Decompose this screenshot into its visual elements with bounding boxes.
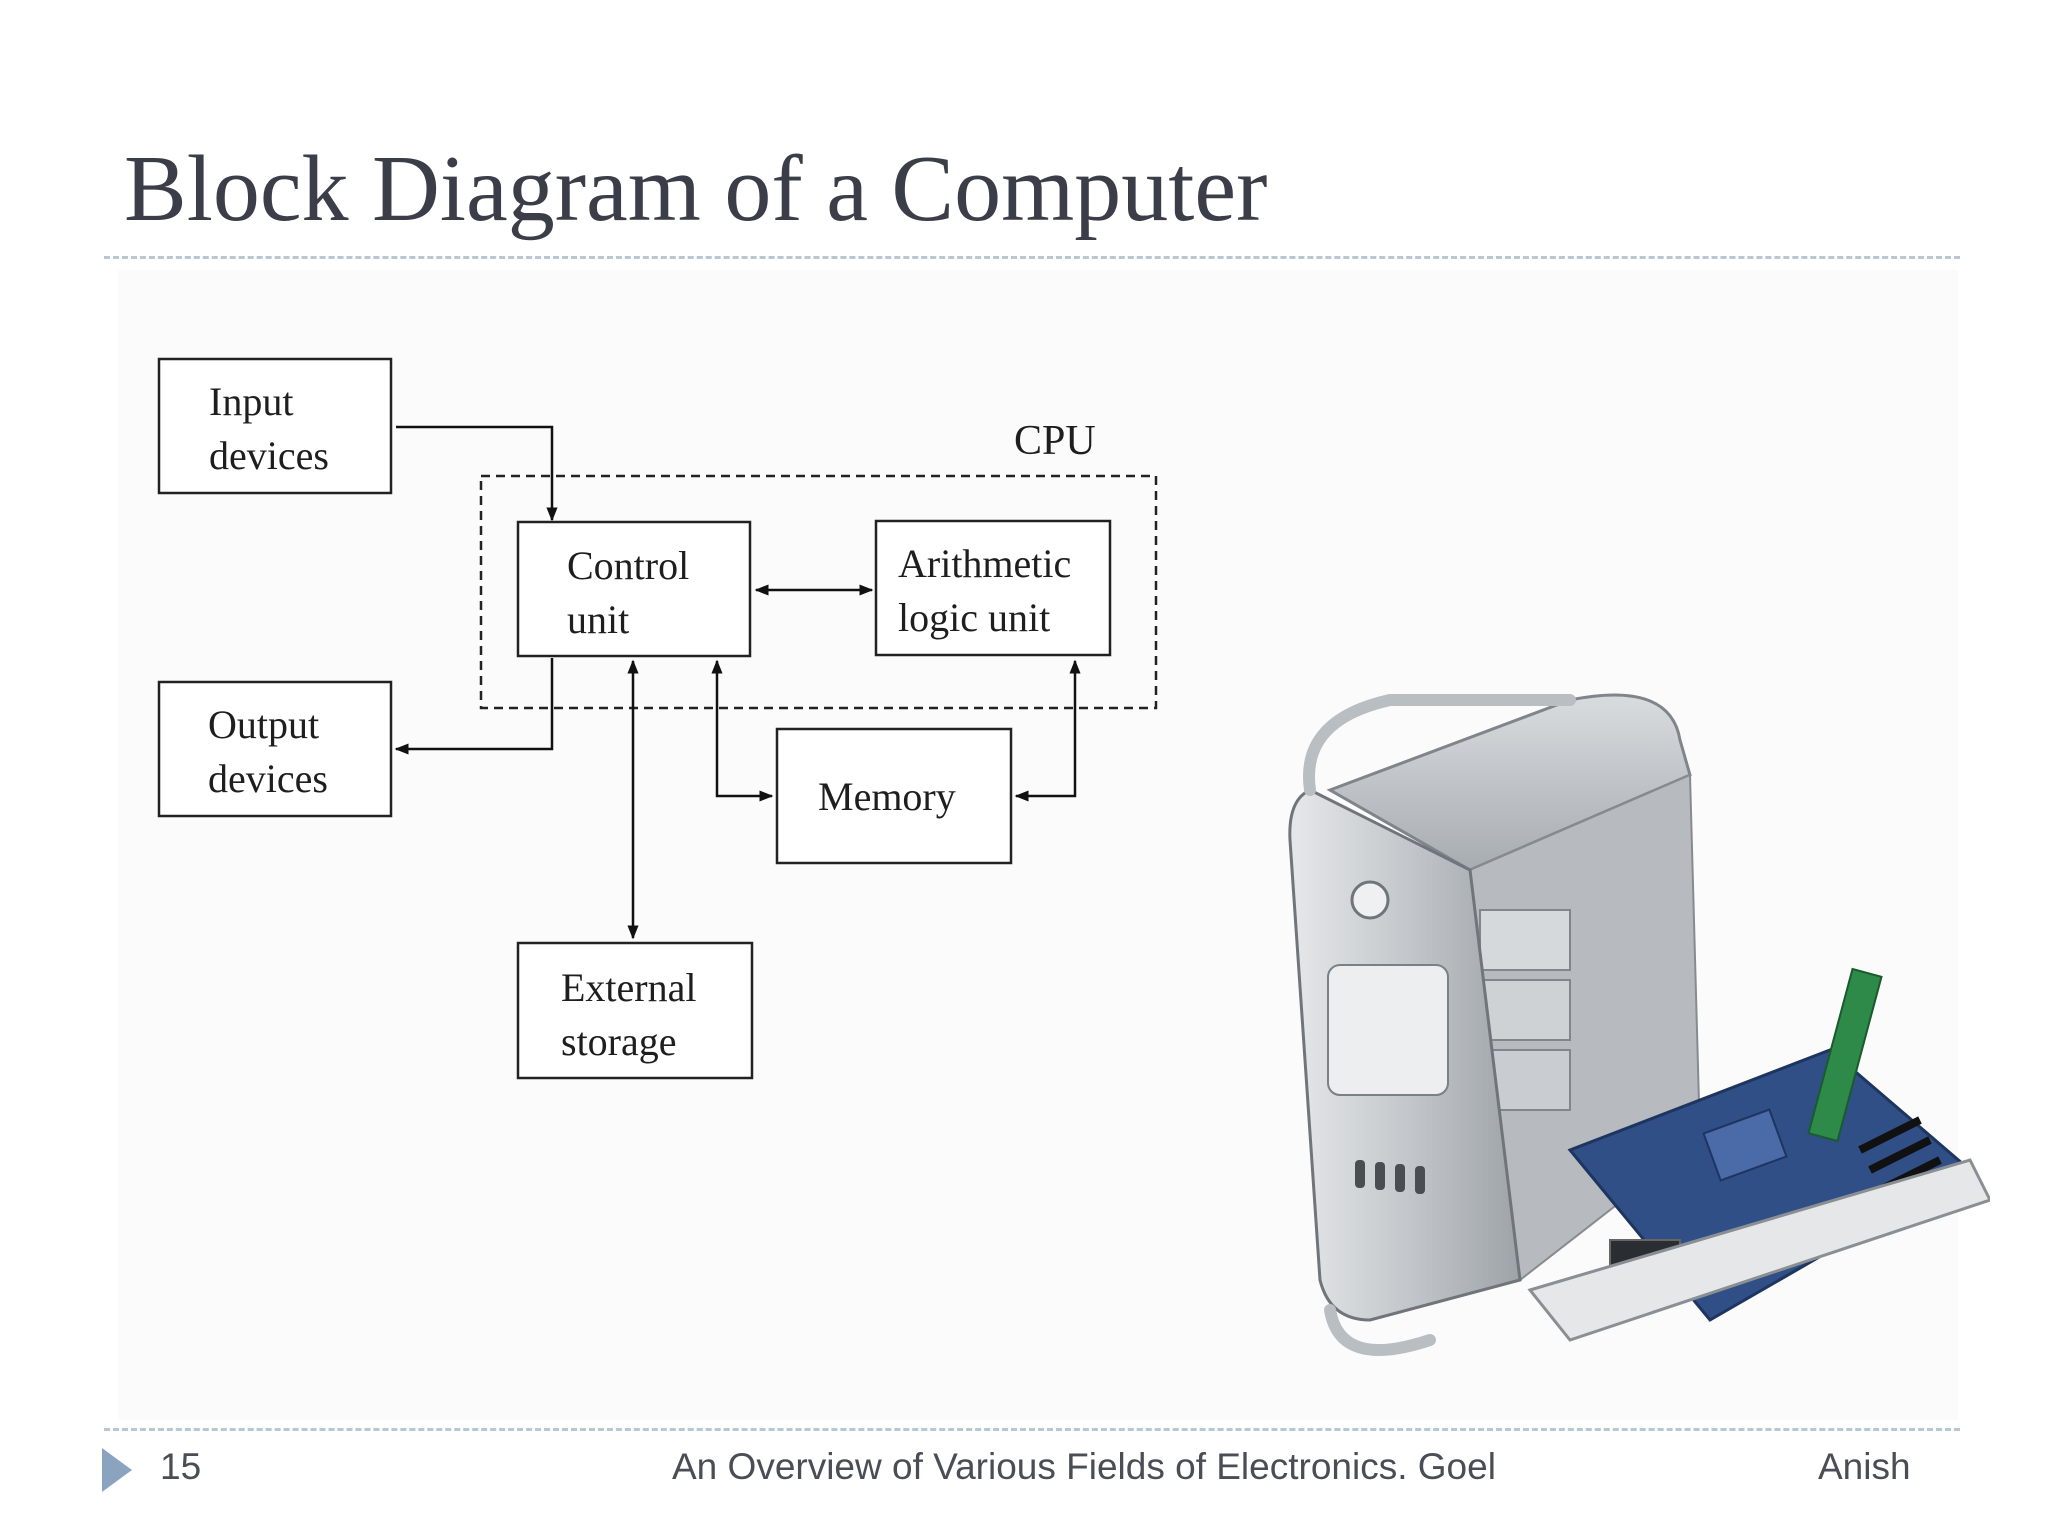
computer-tower-image (1288, 693, 1990, 1356)
control-to-output-arrow (394, 658, 554, 755)
footer-author: Anish (1818, 1446, 1911, 1487)
bottom-handle (1324, 1304, 1436, 1356)
input-devices-block (157, 357, 393, 495)
case-lid (1326, 693, 1692, 872)
input-to-control-arrow (396, 425, 558, 522)
block-diagram: CPU Input devices Output devices Control… (157, 357, 1158, 1080)
power-button (1350, 880, 1390, 920)
memory-block (775, 727, 1013, 865)
slide-title: Block Diagram of a Computer (124, 137, 1268, 241)
alu-label: Arithmetic logic unit (898, 541, 1081, 640)
input-devices-label: Input devices (209, 379, 329, 478)
open-side-panel (1527, 1158, 1990, 1342)
top-handle (1303, 694, 1576, 796)
control-unit-label: Control unit (567, 543, 699, 642)
heatsink (1702, 1108, 1788, 1182)
footer-triangle-icon (102, 1448, 132, 1492)
expansion-card (1807, 967, 1883, 1143)
front-vent (1355, 1160, 1365, 1188)
footer-divider (104, 1428, 1960, 1431)
control-unit-block (516, 520, 752, 658)
front-vent (1415, 1166, 1425, 1194)
front-vent (1395, 1164, 1405, 1192)
cpu-label: CPU (1014, 418, 1096, 464)
drive-bay (1479, 979, 1571, 1041)
cpu-boundary (479, 474, 1158, 710)
drive-bay (1479, 909, 1571, 971)
page-number: 15 (160, 1446, 202, 1487)
output-devices-block (157, 680, 393, 818)
memory-label: Memory (818, 774, 956, 819)
footer-presentation-title: An Overview of Various Fields of Electro… (672, 1446, 1496, 1487)
front-vent (1375, 1162, 1385, 1190)
control-memory-arrow (711, 659, 774, 802)
alu-memory-arrow (1014, 659, 1081, 802)
title-divider (104, 256, 1960, 259)
alu-block (874, 519, 1112, 657)
optical-drive-door (1327, 964, 1449, 1096)
output-devices-label: Output devices (208, 702, 329, 801)
external-storage-label: External storage (561, 965, 707, 1064)
external-storage-block (516, 941, 754, 1080)
